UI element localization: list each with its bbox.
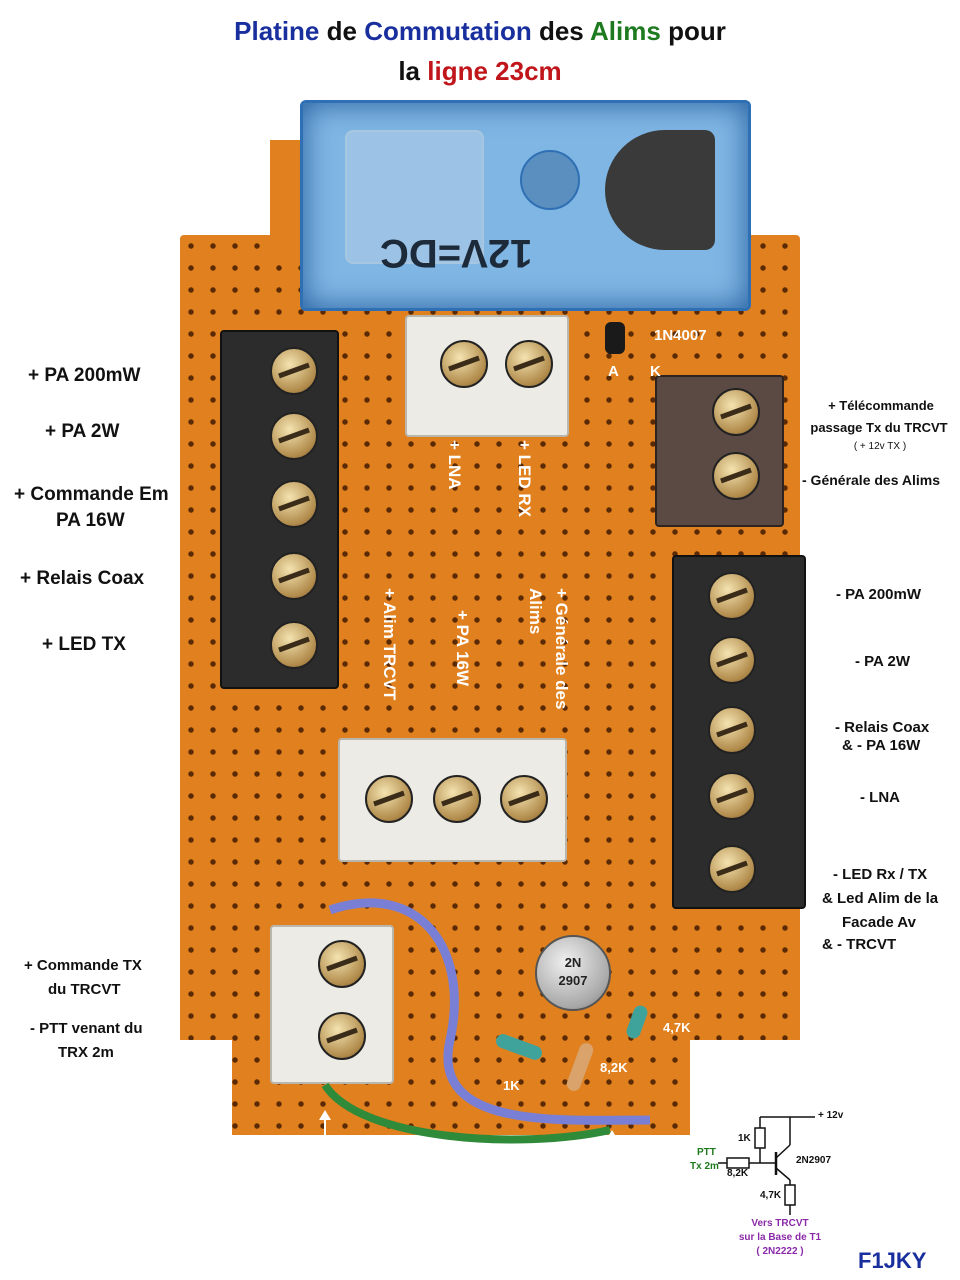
screw [270, 480, 318, 528]
label-plus-lna: + LNA [445, 440, 464, 490]
schematic-collector [775, 1167, 791, 1181]
board-notch-right [690, 1040, 800, 1140]
label-plus-telecommande: + Télécommande [828, 398, 934, 413]
screw [270, 552, 318, 600]
label-passage-tx: passage Tx du TRCVT [810, 420, 948, 435]
relay-button [520, 150, 580, 210]
board-notch [180, 1040, 232, 1140]
title-segment: Alims [590, 16, 661, 46]
green-wire [321, 1082, 611, 1144]
blue-wire [328, 898, 651, 1125]
schematic-r82k [726, 1157, 750, 1169]
title-segment: de [319, 16, 365, 46]
label-generale-des-alims: - Générale des Alims [802, 472, 940, 488]
transistor-2n2907: 2N 2907 [535, 935, 611, 1011]
label-and-minus-trcvt: & - TRCVT [822, 936, 897, 953]
arrow-right-head [606, 1130, 618, 1140]
label-anode: A [608, 363, 619, 380]
screw [712, 388, 760, 436]
label-plus-12v-tx: ( + 12v TX ) [853, 441, 907, 452]
schematic-base-de-t1: sur la Base de T1 [738, 1232, 822, 1243]
screw [440, 340, 488, 388]
screw [270, 347, 318, 395]
screw [433, 775, 481, 823]
label-minus-pa-2w: - PA 2W [855, 653, 910, 670]
title-segment: la [398, 56, 428, 86]
schematic-2n2222: ( 2N2222 ) [756, 1246, 804, 1257]
relay-contacts [345, 130, 484, 264]
screw [505, 340, 553, 388]
label-8-2k: 8,2K [600, 1060, 628, 1075]
label-plus-commande-tx: + Commande TX [24, 957, 142, 974]
bottom-caption: ( Télécommande de la ligne 23cm par PTT … [312, 1170, 616, 1184]
label-facade-av: Facade Av [842, 914, 916, 931]
label-minus-pa-200mw: - PA 200mW [836, 586, 922, 603]
label-and-minus-pa-16w: & - PA 16W [842, 737, 921, 754]
screw [500, 775, 548, 823]
board-tab [270, 140, 300, 260]
schematic-r1k [754, 1127, 766, 1149]
label-1k: 1K [503, 1078, 520, 1093]
schematic-label-2n2907: 2N2907 [796, 1155, 832, 1166]
label-minus-relais-coax: - Relais Coax [835, 719, 930, 736]
transistor-label-1: 2N [564, 955, 582, 970]
screw [318, 1012, 366, 1060]
label-plus-pa-16w: + PA 16W [453, 610, 472, 687]
title-segment: ligne 23cm [427, 56, 562, 86]
label-pa-16w: PA 16W [56, 510, 125, 531]
label-plus-pa-200mw: + PA 200mW [28, 365, 141, 386]
title-segment: Commutation [364, 16, 532, 46]
label-du-trcvt: du TRCVT [48, 981, 121, 998]
screw [708, 706, 756, 754]
label-plus-generale-des-alims: + Générale des Alims [526, 588, 571, 710]
diode-1n4007 [605, 322, 625, 354]
label-plus-commande-em: + Commande Em [14, 484, 169, 505]
title-line-1: Platine de Commutation des Alims pour [0, 16, 960, 47]
label-4-7k: 4,7K [663, 1020, 691, 1035]
schematic-plus-12v: + 12v [818, 1110, 844, 1121]
screw [708, 845, 756, 893]
label-plus-pa-2w: + PA 2W [45, 421, 120, 442]
label-ptt-venant-du: - PTT venant du [30, 1020, 143, 1037]
label-led-alim: & Led Alim de la [822, 890, 939, 907]
signature: F1JKY [858, 1248, 927, 1273]
screw [708, 636, 756, 684]
schematic-r47k [784, 1184, 796, 1206]
screw [270, 412, 318, 460]
schematic-label-ptt: PTT [697, 1147, 716, 1158]
label-1n4007: 1N4007 [654, 327, 707, 344]
screw [365, 775, 413, 823]
screw [712, 452, 760, 500]
title-segment: des [531, 16, 591, 46]
schematic-label-4-7k: 4,7K [760, 1190, 782, 1201]
label-plus-relais-coax: + Relais Coax [20, 568, 145, 589]
title-segment: pour [660, 16, 726, 46]
transistor-label-2: 2907 [558, 973, 588, 988]
arrow-left-head [319, 1110, 331, 1120]
schematic-vers-trcvt: Vers TRCVT [751, 1218, 809, 1229]
schematic-label-1k: 1K [738, 1133, 751, 1144]
screw [270, 621, 318, 669]
schematic-label-8-2k: 8,2K [727, 1168, 749, 1179]
title-line-2: la ligne 23cm [0, 56, 960, 87]
schematic-emitter [775, 1144, 791, 1159]
schematic-label-tx-2m: Tx 2m [690, 1161, 719, 1172]
label-cathode: K [650, 363, 661, 380]
relay-coil [605, 130, 715, 250]
label-minus-led-rx-tx: - LED Rx / TX [833, 866, 928, 883]
label-plus-led-tx: + LED TX [42, 634, 126, 655]
screw [708, 572, 756, 620]
title-segment: Platine [234, 16, 320, 46]
label-trx-2m: TRX 2m [58, 1044, 114, 1061]
screw [318, 940, 366, 988]
label-plus-led-rx: + LED RX [515, 440, 534, 517]
screw [708, 772, 756, 820]
label-minus-lna: - LNA [860, 789, 900, 806]
label-plus-alim-trcvt: + Alim TRCVT [380, 588, 399, 701]
